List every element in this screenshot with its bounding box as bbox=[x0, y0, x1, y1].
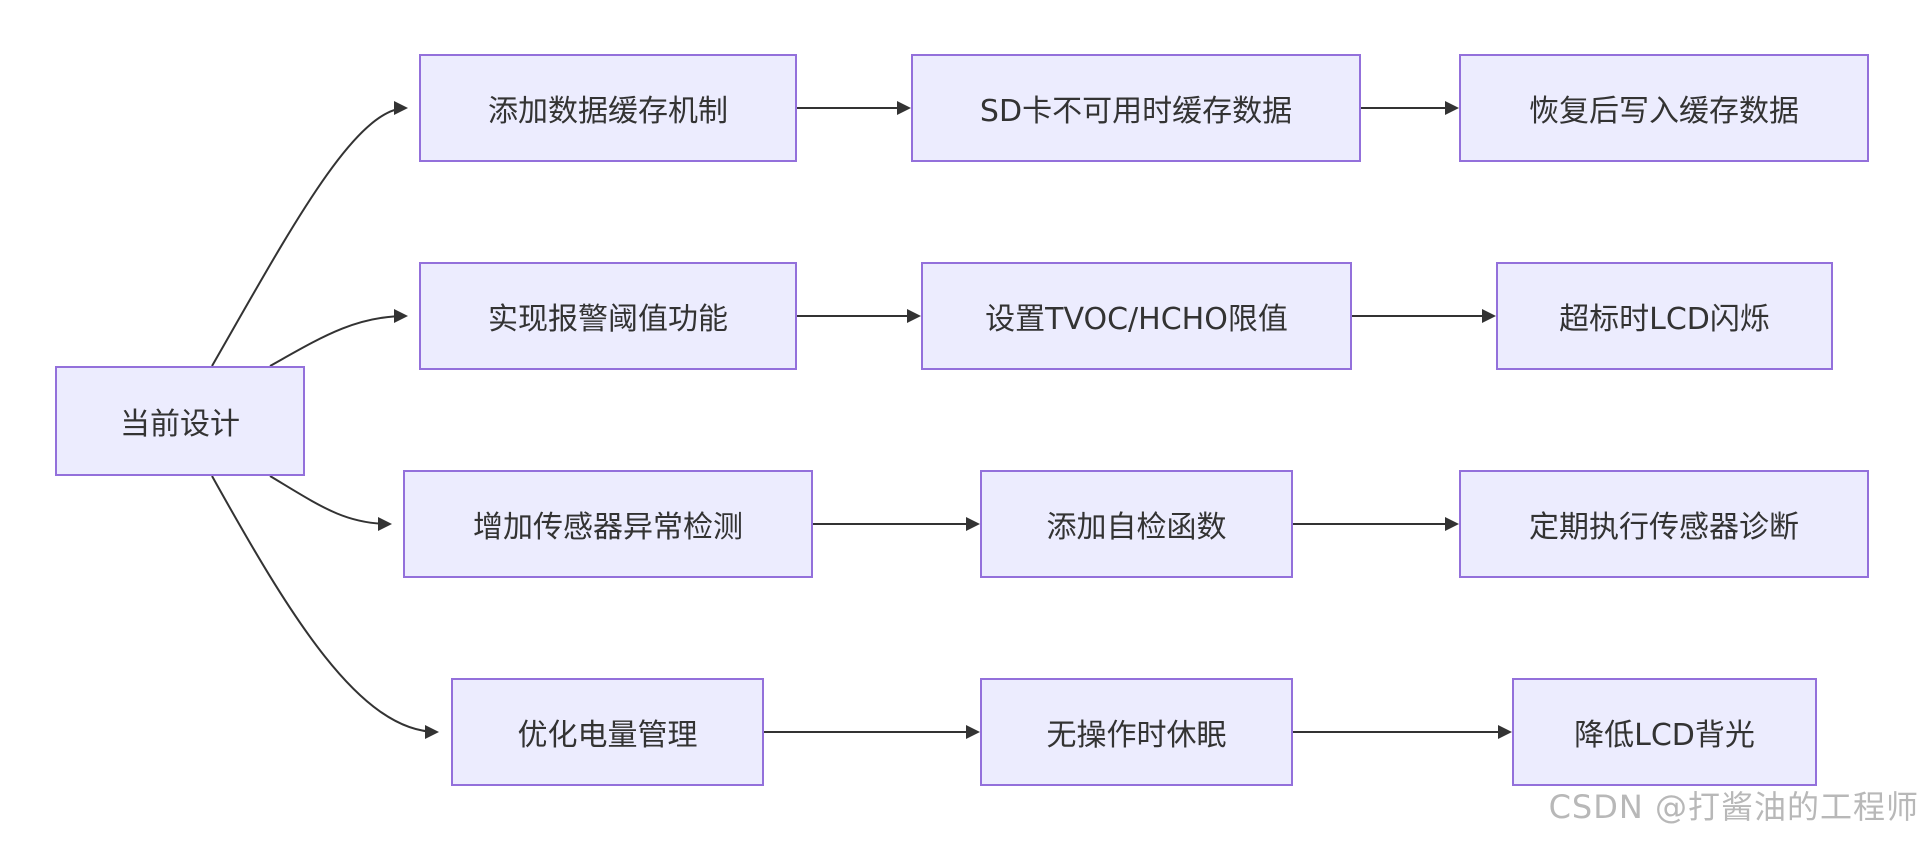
edge-root-to-b2n1 bbox=[269, 309, 408, 367]
watermark: CSDN @打酱油的工程师 bbox=[1548, 788, 1919, 826]
edge-root-to-b4n1 bbox=[211, 475, 439, 739]
node-b4n3: 降低LCD背光 bbox=[1512, 678, 1817, 786]
edge-root-to-b3n1 bbox=[269, 475, 392, 531]
node-b1n3: 恢复后写入缓存数据 bbox=[1459, 54, 1869, 162]
node-b1n3-label: 恢复后写入缓存数据 bbox=[1529, 94, 1799, 129]
node-b2n2-label: 设置TVOC/HCHO限值 bbox=[985, 302, 1288, 337]
node-b1n2-label: SD卡不可用时缓存数据 bbox=[979, 94, 1293, 129]
node-b3n2: 添加自检函数 bbox=[980, 470, 1293, 578]
node-b4n2-label: 无操作时休眠 bbox=[1046, 718, 1227, 753]
node-b3n3-label: 定期执行传感器诊断 bbox=[1529, 510, 1799, 545]
node-b2n3-label: 超标时LCD闪烁 bbox=[1559, 302, 1770, 337]
node-root-label: 当前设计 bbox=[120, 407, 240, 442]
node-b4n2: 无操作时休眠 bbox=[980, 678, 1293, 786]
node-b2n2: 设置TVOC/HCHO限值 bbox=[921, 262, 1352, 370]
node-b1n2: SD卡不可用时缓存数据 bbox=[911, 54, 1361, 162]
node-b3n3: 定期执行传感器诊断 bbox=[1459, 470, 1869, 578]
node-root: 当前设计 bbox=[55, 366, 305, 476]
edge-root-to-b1n1 bbox=[211, 101, 408, 367]
node-b3n1-label: 增加传感器异常检测 bbox=[473, 510, 743, 545]
node-b1n1: 添加数据缓存机制 bbox=[419, 54, 797, 162]
node-b4n1-label: 优化电量管理 bbox=[517, 718, 698, 753]
node-b2n1-label: 实现报警阈值功能 bbox=[488, 302, 728, 337]
node-b3n2-label: 添加自检函数 bbox=[1046, 510, 1227, 545]
node-b4n3-label: 降低LCD背光 bbox=[1574, 718, 1755, 753]
node-b3n1: 增加传感器异常检测 bbox=[403, 470, 813, 578]
node-b2n3: 超标时LCD闪烁 bbox=[1496, 262, 1833, 370]
node-b4n1: 优化电量管理 bbox=[451, 678, 764, 786]
node-b1n1-label: 添加数据缓存机制 bbox=[488, 94, 728, 129]
node-b2n1: 实现报警阈值功能 bbox=[419, 262, 797, 370]
